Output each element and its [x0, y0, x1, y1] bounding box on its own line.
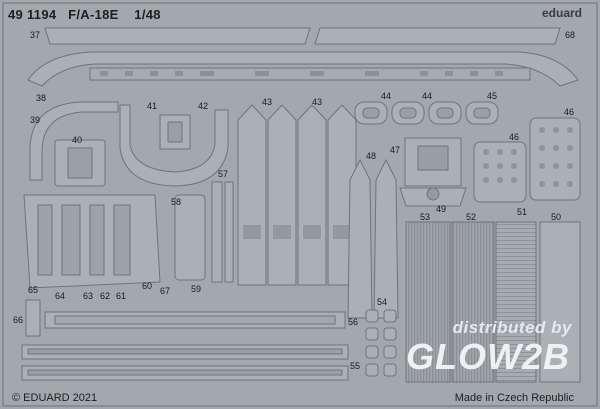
part-46	[473, 117, 581, 203]
part-label: 65	[28, 285, 39, 295]
part-label: 56	[348, 317, 359, 327]
part-label: 60	[142, 281, 153, 291]
fret-title: 49 1194 F/A-18E 1/48	[8, 7, 161, 22]
part-43	[237, 104, 357, 286]
brand-logo: eduard	[541, 6, 582, 20]
part-label: 43	[312, 97, 323, 107]
part-label: 57	[218, 169, 229, 179]
part-label: 50	[551, 212, 562, 222]
distributor-watermark-line1: distributed by	[452, 318, 572, 337]
part-label: 59	[191, 284, 202, 294]
part-54	[365, 309, 397, 377]
part-label: 42	[198, 101, 209, 111]
scale: 1/48	[134, 7, 161, 22]
aircraft-name: F/A-18E	[68, 7, 119, 22]
part-56	[44, 311, 346, 329]
part-41-42	[119, 104, 229, 187]
part-label: 46	[564, 107, 575, 117]
part-label: 49	[436, 204, 447, 214]
part-label: 47	[390, 145, 401, 155]
part-label: 39	[30, 115, 41, 125]
part-label: 58	[171, 197, 182, 207]
distributor-watermark-logo: GLOW2B	[406, 336, 570, 377]
part-label: 52	[466, 212, 477, 222]
part-label: 64	[55, 291, 66, 301]
part-55	[21, 344, 349, 381]
part-label: 37	[30, 30, 41, 40]
copyright-text: © EDUARD 2021	[12, 392, 98, 404]
part-label: 68	[565, 30, 576, 40]
part-label: 67	[160, 286, 171, 296]
part-label: 44	[422, 91, 433, 101]
part-label: 48	[366, 151, 377, 161]
part-39-40	[29, 101, 119, 187]
part-66	[25, 299, 41, 337]
part-61-65	[23, 194, 161, 289]
part-label: 46	[509, 132, 520, 142]
part-label: 43	[262, 97, 273, 107]
part-label: 53	[420, 212, 431, 222]
part-37-68	[27, 27, 579, 87]
part-label: 41	[147, 101, 158, 111]
part-label: 38	[36, 93, 47, 103]
part-label: 61	[116, 291, 127, 301]
part-44-45	[354, 101, 499, 125]
part-label: 40	[72, 135, 83, 145]
part-47-49	[399, 137, 467, 207]
part-number: 49 1194	[8, 7, 57, 22]
part-label: 44	[381, 91, 392, 101]
part-label: 66	[13, 315, 24, 325]
part-48	[347, 158, 399, 319]
part-label: 51	[517, 207, 528, 217]
origin-text: Made in Czech Republic	[454, 392, 574, 404]
part-label: 45	[487, 91, 498, 101]
part-57-60-67	[174, 181, 234, 283]
part-label: 63	[83, 291, 94, 301]
part-label: 55	[350, 361, 361, 371]
part-label: 54	[377, 297, 388, 307]
part-50-53	[405, 221, 581, 383]
part-label: 62	[100, 291, 111, 301]
